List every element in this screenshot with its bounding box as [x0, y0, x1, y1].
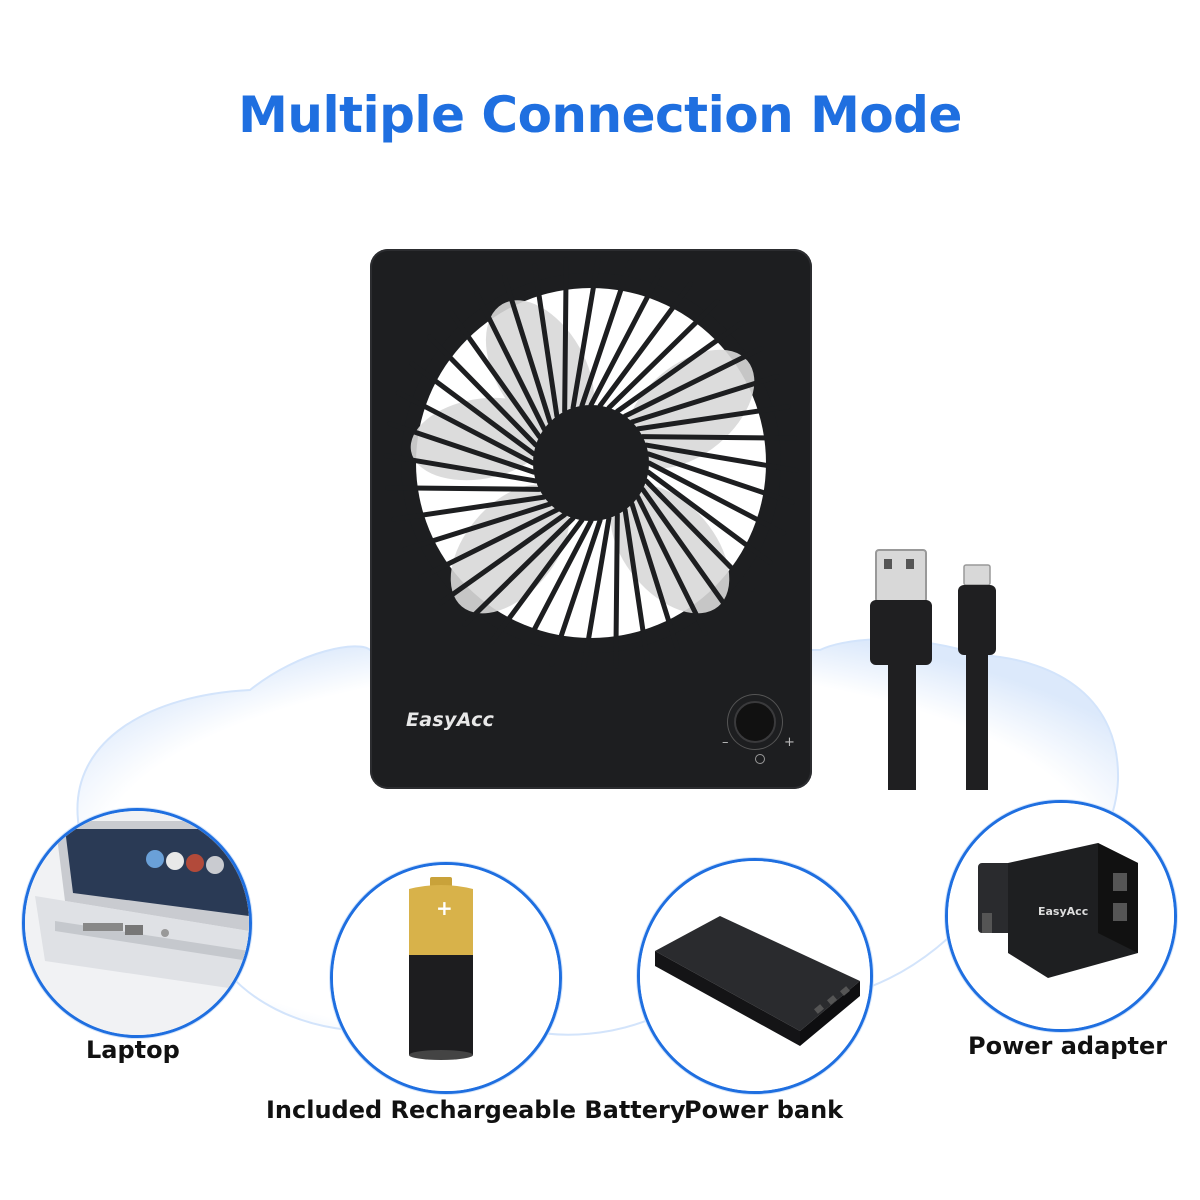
power-bank-label: Power bank — [684, 1096, 844, 1124]
knob-minus-label: – — [722, 735, 729, 750]
fan-grille-spoke — [488, 517, 585, 645]
fan-grille-spoke — [427, 334, 539, 448]
battery-icon: + — [333, 865, 559, 1091]
fan-grille-spoke — [640, 434, 797, 441]
fan-grille-spoke — [606, 299, 720, 411]
fan-grille-spoke — [579, 259, 633, 409]
fan-product: EasyAcc – + — [370, 249, 812, 789]
fan-grille-spoke — [614, 320, 744, 414]
power-adapter-icon: EasyAcc — [948, 803, 1174, 1029]
usb-cable-icon — [870, 549, 996, 790]
fan-grille-spoke — [395, 390, 536, 466]
fan-grille-spoke — [549, 517, 603, 667]
fan-grille-spoke — [646, 460, 787, 536]
fan-grille-spoke — [402, 501, 553, 552]
fan-grille-spoke — [387, 421, 537, 475]
fan-grille-spoke — [418, 507, 560, 580]
adapter-brand-logo: EasyAcc — [1038, 905, 1088, 918]
laptop-icon — [25, 811, 249, 1035]
fan-grille-spoke — [635, 404, 791, 432]
fan-grille-spoke — [643, 442, 799, 473]
fan-grille-spoke — [645, 451, 795, 505]
fan-grille-spoke — [532, 263, 560, 419]
battery-plus-sign: + — [436, 896, 453, 920]
laptop-bubble — [22, 808, 252, 1038]
fan-grille-spoke — [635, 494, 708, 636]
fan-grille-icon — [383, 255, 799, 671]
power-adapter-label: Power adapter — [968, 1032, 1168, 1060]
knob-plus-label: + — [784, 735, 795, 750]
fan-grille-spoke — [643, 478, 755, 592]
fan-grille-spoke — [570, 255, 601, 411]
page-title: Multiple Connection Mode — [238, 86, 962, 144]
fan-grille-spoke — [622, 346, 764, 419]
fan-grille-spoke — [581, 515, 612, 671]
fan-grille-spoke — [448, 310, 542, 440]
battery-label: Included Rechargeable Battery — [266, 1096, 686, 1124]
fan-grille-spoke — [383, 453, 539, 484]
fan-grille-spoke — [438, 512, 568, 606]
fan-grille-spoke — [474, 290, 547, 432]
fan-grille-spoke — [462, 515, 576, 627]
fan-grille-spoke — [597, 281, 694, 409]
fan-grille-spoke — [409, 360, 537, 457]
fan-grille-spoke — [645, 469, 773, 566]
power-indicator-icon — [755, 754, 765, 764]
fan-grille-spoke — [629, 501, 680, 652]
battery-bubble: + — [330, 862, 562, 1094]
fan-grille-spoke — [640, 486, 734, 616]
fan-grille-spoke — [518, 518, 594, 659]
fan-grille-spoke — [562, 257, 569, 414]
fan-grille-spoke — [622, 507, 650, 663]
fan-grille-spoke — [385, 485, 542, 492]
fan-grille-spoke — [391, 494, 547, 522]
power-adapter-bubble: EasyAcc — [945, 800, 1177, 1032]
power-bank-icon — [640, 861, 870, 1091]
fan-grille-spoke — [629, 374, 780, 425]
fan-grille-spoke — [588, 267, 664, 408]
laptop-label: Laptop — [86, 1036, 180, 1064]
speed-knob[interactable] — [734, 701, 776, 743]
power-bank-bubble — [637, 858, 873, 1094]
fan-grille-spoke — [502, 274, 553, 425]
fan-grille-spoke — [613, 512, 620, 669]
fan-brand-logo: EasyAcc — [406, 709, 495, 731]
